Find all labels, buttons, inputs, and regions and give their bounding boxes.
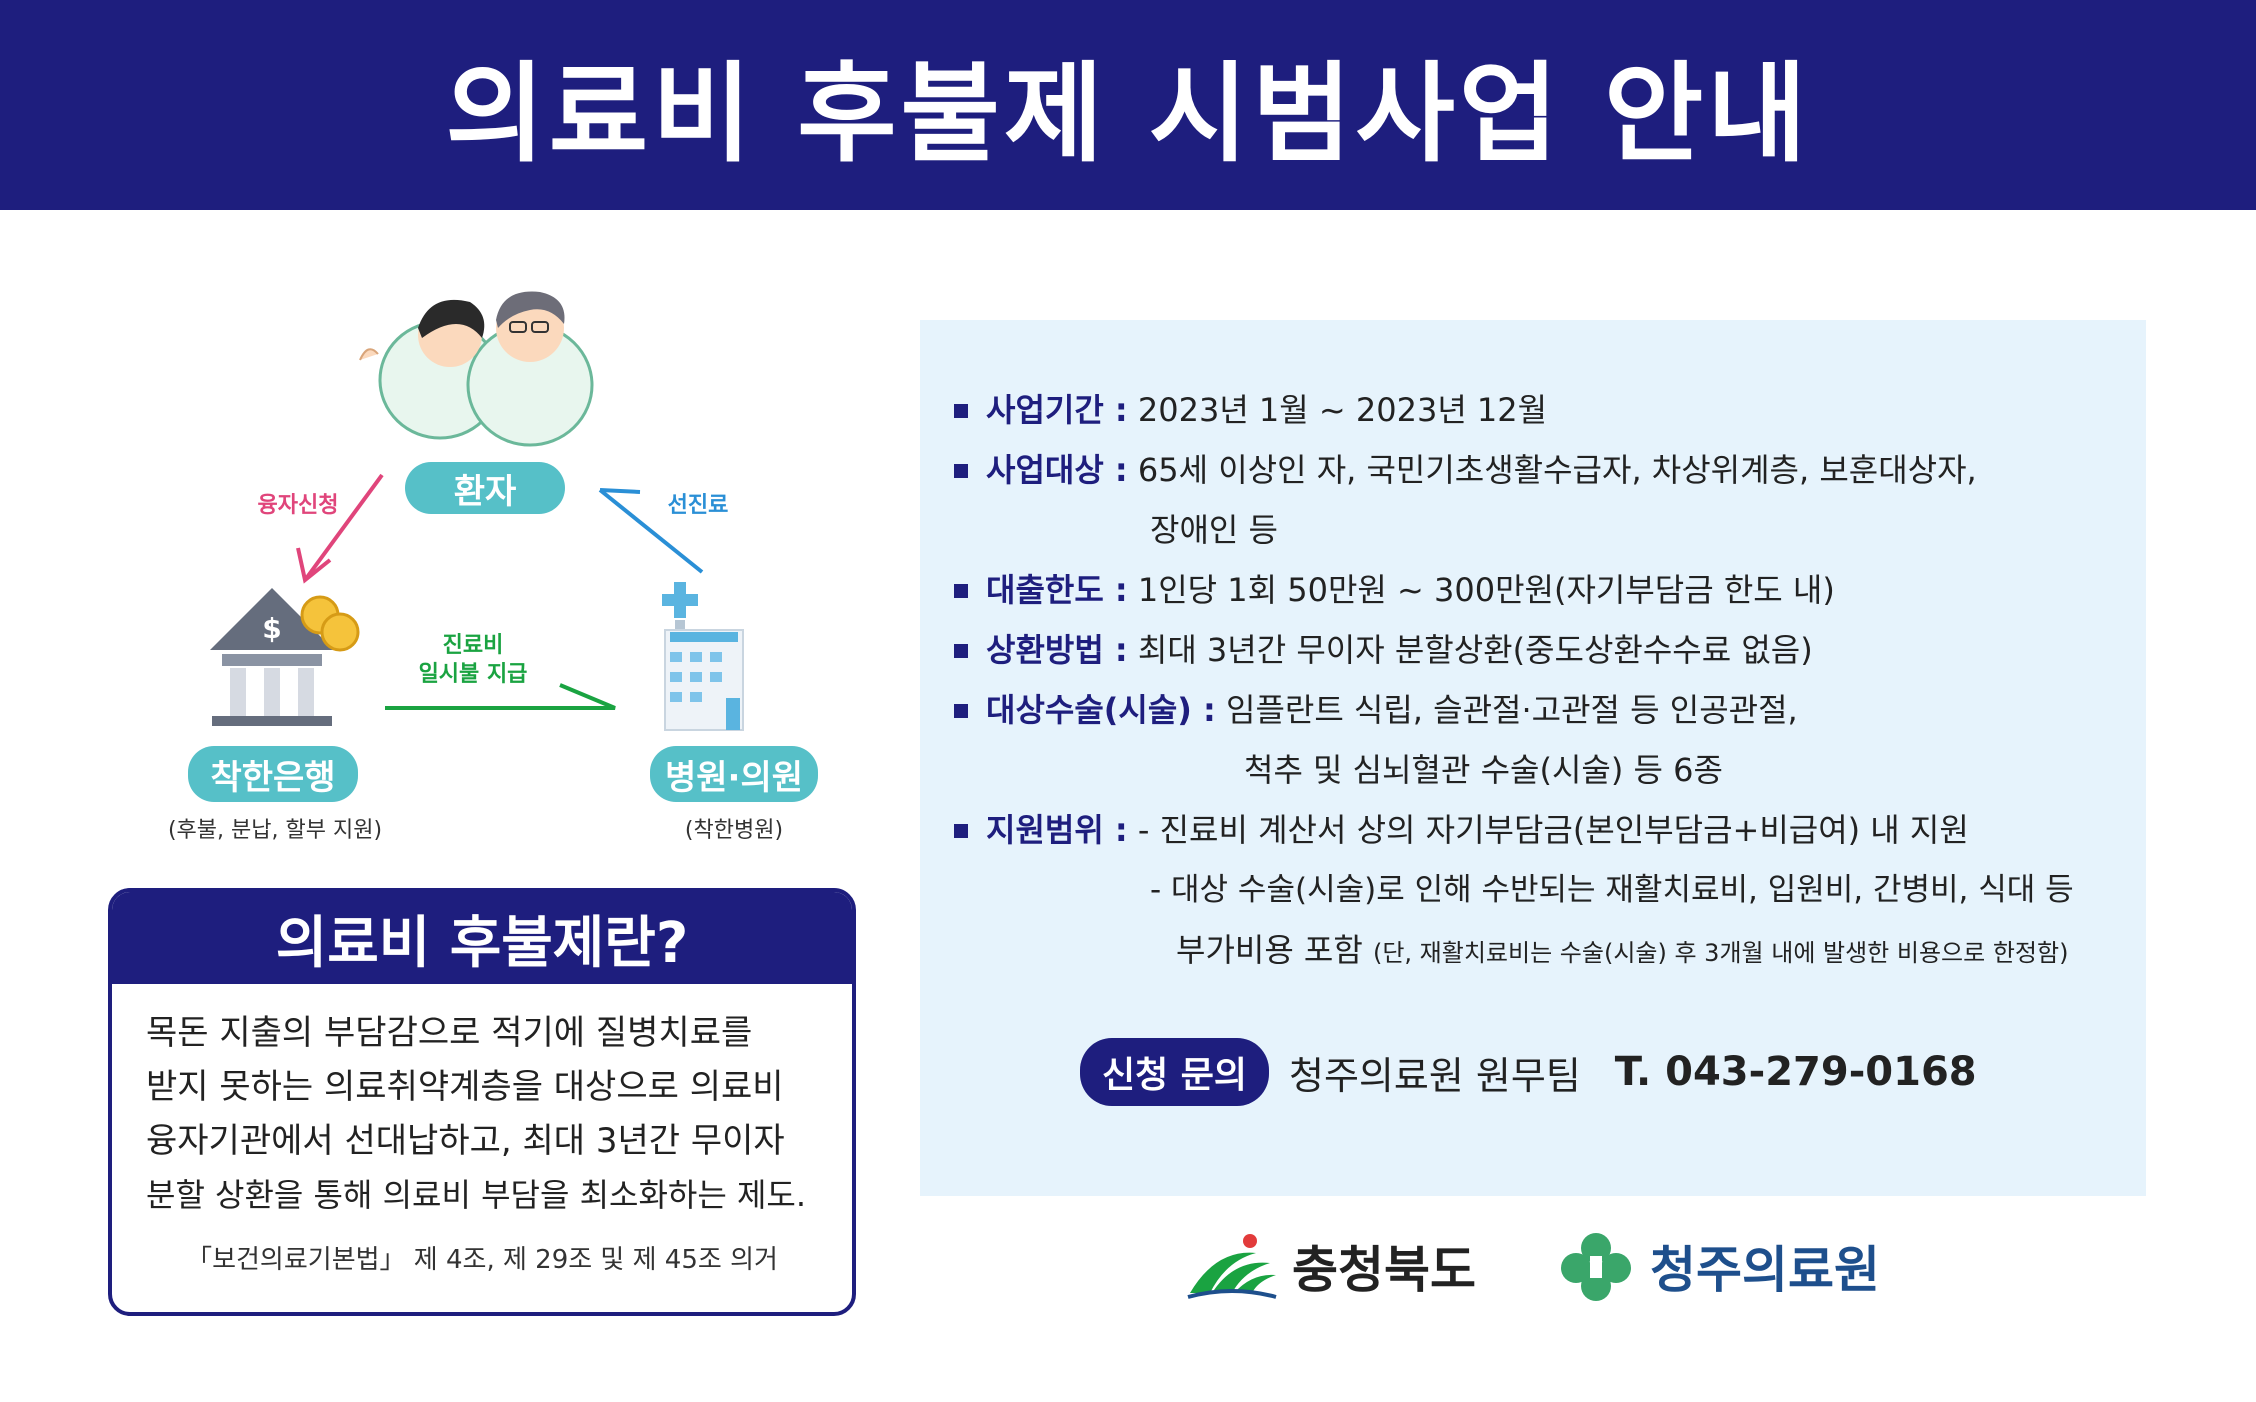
bullet-icon <box>954 464 968 478</box>
hospital-logo: 청주의료원 <box>1556 1230 1880 1302</box>
scope-key: 지원범위 : <box>986 811 1128 849</box>
bullet-icon <box>954 704 968 718</box>
diagram-illustration: $ <box>210 291 744 731</box>
hospital-pill: 병원·의원 <box>650 746 818 802</box>
info-row-repay: 상환방법 : 최대 3년간 무이자 분할상환(중도상환수수료 없음) <box>954 620 2134 680</box>
definition-box: 의료비 후불제란? 목돈 지출의 부담감으로 적기에 질병치료를 받지 못하는 … <box>108 888 856 1316</box>
scope-value: - 진료비 계산서 상의 자기부담금(본인부담금+비급여) 내 지원 <box>1137 811 1969 849</box>
definition-body: 목돈 지출의 부담감으로 적기에 질병치료를 받지 못하는 의료취약계층을 대상… <box>112 984 852 1222</box>
page-title: 의료비 후불제 시범사업 안내 <box>445 52 1811 177</box>
bullet-icon <box>954 824 968 838</box>
contact-org: 청주의료원 원무팀 <box>1289 1053 1581 1098</box>
hospital-emblem-icon <box>1561 1233 1631 1301</box>
loan-label: 융자신청 <box>257 493 339 518</box>
law-reference: 「보건의료기본법」 제 4조, 제 29조 및 제 45조 의거 <box>186 1245 778 1275</box>
svg-text:$: $ <box>262 612 281 645</box>
info-row-limit: 대출한도 : 1인당 1회 50만원 ~ 300만원(자기부담금 한도 내) <box>954 560 2134 620</box>
payment-flow-diagram: $ 환자 착한은행 (후불, 분납, 할부 지원 <box>130 280 860 850</box>
target-value: 65세 이상인 자, 국민기초생활수급자, 차상위계층, 보훈대상자, <box>1137 451 1977 489</box>
limit-value: 1인당 1회 50만원 ~ 300만원(자기부담금 한도 내) <box>1137 571 1835 609</box>
bank-subtitle: (후불, 분납, 할부 지원) <box>167 818 383 843</box>
scope-continuation-2: 부가비용 포함 (단, 재활치료비는 수술(시술) 후 3개월 내에 발생한 비… <box>954 920 2134 983</box>
patient-pill: 환자 <box>405 462 565 514</box>
hospital-subtitle: (착한병원) <box>684 818 784 843</box>
info-panel: 사업기간 : 2023년 1월 ~ 2023년 12월 사업대상 : 65세 이… <box>920 320 2146 1196</box>
bullet-icon <box>954 644 968 658</box>
repay-key: 상환방법 : <box>986 631 1128 669</box>
prepay-arrow <box>598 488 704 574</box>
bullet-icon <box>954 584 968 598</box>
info-rows: 사업기간 : 2023년 1월 ~ 2023년 12월 사업대상 : 65세 이… <box>954 380 2134 983</box>
pay-arrow <box>385 683 616 710</box>
scope-note: (단, 재활치료비는 수술(시술) 후 3개월 내에 발생한 비용으로 한정함) <box>1372 939 2069 967</box>
footer-logos: 충청북도 청주의료원 <box>1186 1230 1880 1302</box>
hospital-name: 청주의료원 <box>1650 1241 1880 1299</box>
info-row-target: 사업대상 : 65세 이상인 자, 국민기초생활수급자, 차상위계층, 보훈대상… <box>954 440 2134 500</box>
pay-label-line1: 진료비 <box>442 633 504 658</box>
patients-illustration <box>359 291 594 447</box>
info-row-surgery: 대상수술(시술) : 임플란트 식립, 슬관절·고관절 등 인공관절, <box>954 680 2134 740</box>
period-value: 2023년 1월 ~ 2023년 12월 <box>1137 391 1548 429</box>
limit-key: 대출한도 : <box>986 571 1128 609</box>
pay-label: 진료비 일시불 지급 <box>398 632 548 689</box>
period-key: 사업기간 : <box>986 391 1128 429</box>
prepay-label: 선진료 <box>667 493 729 518</box>
scope-extra-cost: 부가비용 포함 <box>1176 931 1363 969</box>
province-logo: 충청북도 <box>1186 1230 1476 1302</box>
surgery-continuation: 척추 및 심뇌혈관 수술(시술) 등 6종 <box>1244 751 1723 789</box>
contact-badge: 신청 문의 <box>1080 1038 1270 1106</box>
bullet-icon <box>954 404 968 418</box>
loan-arrow <box>303 473 384 582</box>
province-name: 충청북도 <box>1292 1241 1476 1299</box>
target-continuation: 장애인 등 <box>1150 511 1278 549</box>
info-row-scope: 지원범위 : - 진료비 계산서 상의 자기부담금(본인부담금+비급여) 내 지… <box>954 800 2134 860</box>
surgery-value: 임플란트 식립, 슬관절·고관절 등 인공관절, <box>1226 691 1798 729</box>
repay-value: 최대 3년간 무이자 분할상환(중도상환수수료 없음) <box>1137 631 1813 669</box>
province-emblem-icon <box>1187 1234 1277 1299</box>
header-banner: 의료비 후불제 시범사업 안내 <box>0 0 2256 210</box>
contact-line: 신청 문의 청주의료원 원무팀 T. 043-279-0168 <box>1080 1038 1977 1106</box>
bank-pill: 착한은행 <box>188 746 358 802</box>
target-key: 사업대상 : <box>986 451 1128 489</box>
scope-continuation-1: - 대상 수술(시술)로 인해 수반되는 재활치료비, 입원비, 간병비, 식대… <box>1150 872 2074 908</box>
surgery-key: 대상수술(시술) : <box>986 691 1216 729</box>
definition-line: 목돈 지출의 부담감으로 적기에 질병치료를 <box>146 1013 753 1053</box>
hospital-icon <box>662 582 744 731</box>
definition-title: 의료비 후불제란? <box>112 892 852 984</box>
pay-label-line2: 일시불 지급 <box>418 661 528 687</box>
info-row-period: 사업기간 : 2023년 1월 ~ 2023년 12월 <box>954 380 2134 440</box>
contact-phone[interactable]: T. 043-279-0168 <box>1614 1049 1977 1095</box>
definition-line: 받지 못하는 의료취약계층을 대상으로 의료비 <box>146 1067 784 1107</box>
bank-icon: $ <box>210 588 360 726</box>
definition-line: 융자기관에서 선대납하고, 최대 3년간 무이자 <box>146 1121 785 1161</box>
definition-line: 분할 상환을 통해 의료비 부담을 최소화하는 제도. <box>146 1176 807 1214</box>
